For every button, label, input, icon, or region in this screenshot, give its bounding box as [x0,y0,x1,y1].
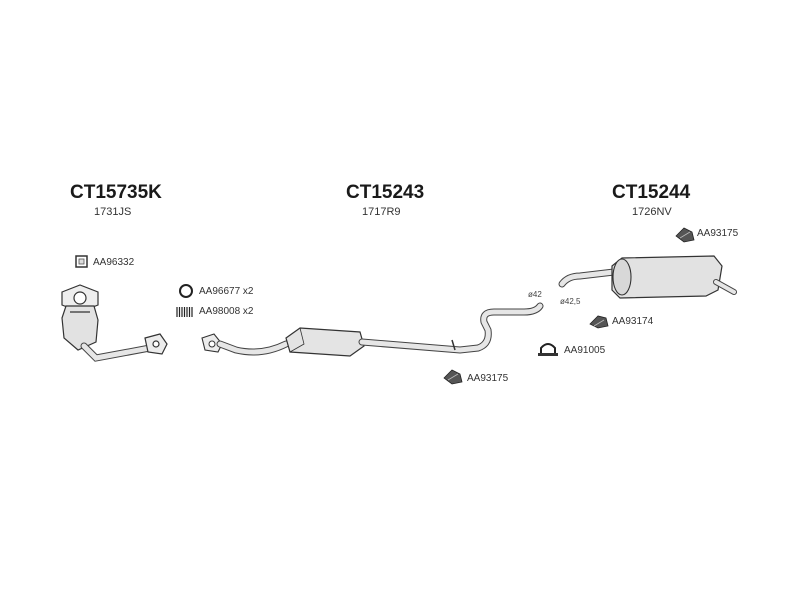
rubber-hanger-icon-low [589,315,609,329]
part-label-spring: AA98008 x2 [199,306,254,317]
middle-silencer-section [201,302,544,357]
assembly-ref-middle: CT15243 [346,182,425,203]
rubber-hanger-icon [443,369,463,385]
part-label-hanger-rear-low: AA93174 [612,316,654,327]
catalytic-converter [61,284,168,362]
rubber-hanger-icon-top [675,227,695,243]
square-gasket-icon [75,255,88,268]
u-clamp-icon [538,343,558,356]
part-label-clamp: AA91005 [564,345,606,356]
assembly-code-middle: 1717R9 [362,206,401,218]
part-label-gasket: AA96332 [93,257,135,268]
assembly-ref-rear: CT15244 [612,182,691,203]
dimension-tailpipe-inlet: ø42,5 [560,297,581,306]
assembly-ref-front: CT15735K [70,182,162,203]
part-label-hanger-rear-top: AA93175 [697,228,739,239]
assembly-code-front: 1731JS [94,206,132,218]
dimension-pipe-end: ø42 [528,290,542,299]
spring-icon [176,307,193,317]
rear-silencer-section [558,255,737,299]
assembly-code-rear: 1726NV [632,206,672,218]
part-label-ring: AA96677 x2 [199,286,254,297]
ring-icon [179,284,193,298]
part-label-hanger-mid: AA93175 [467,373,509,384]
